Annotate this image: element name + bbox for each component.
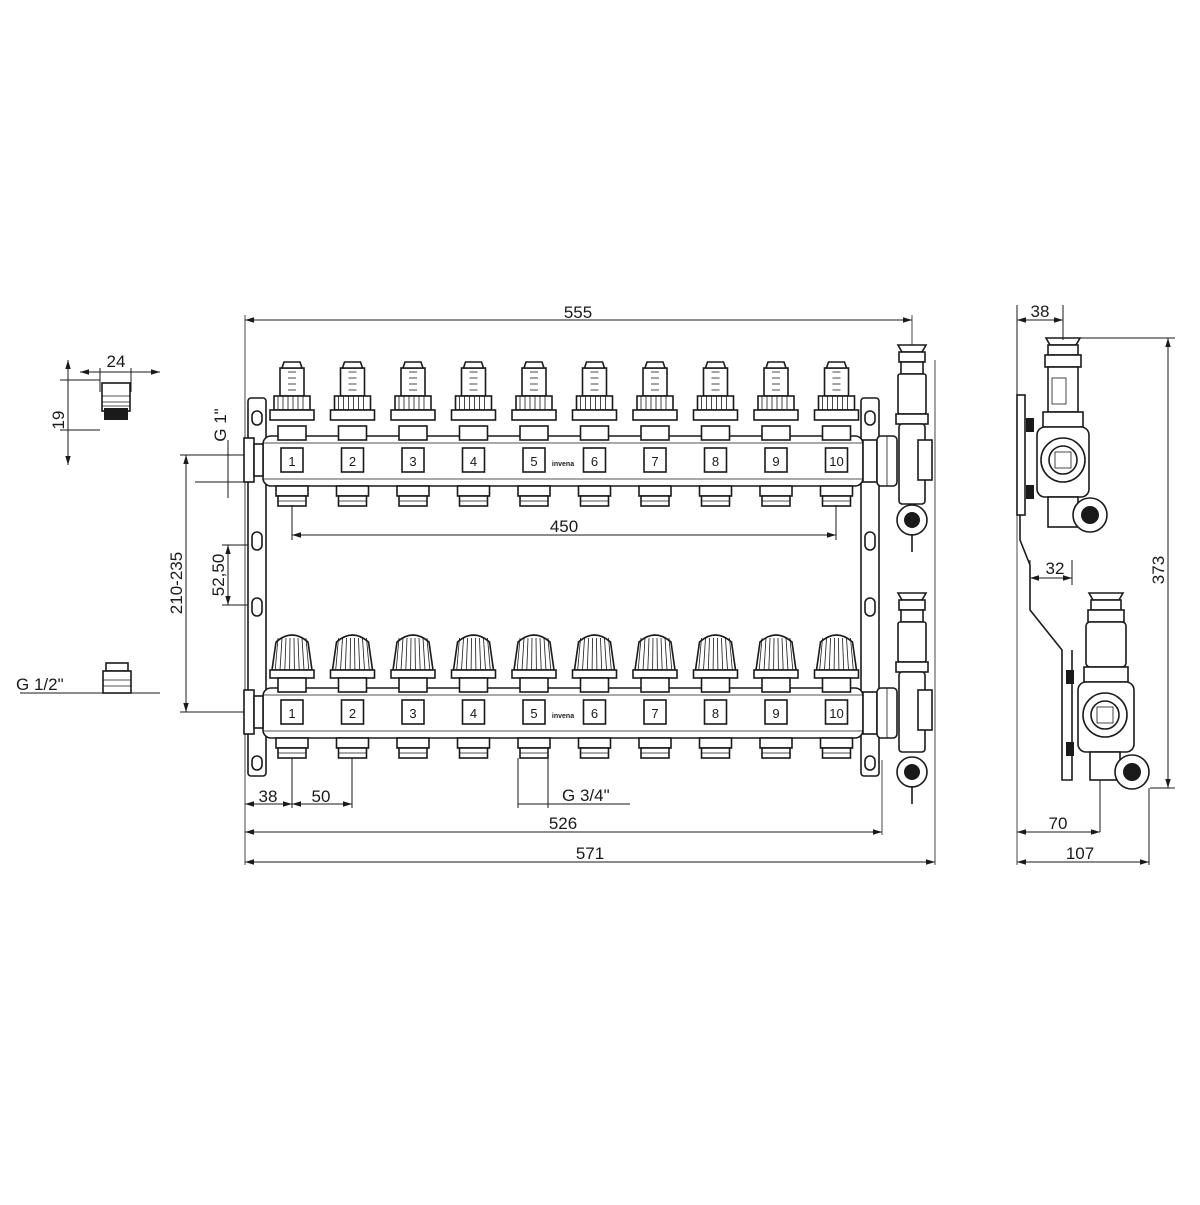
svg-text:38: 38 (259, 787, 278, 806)
dim-bar-spacing: 210-235 (167, 455, 245, 712)
port-number: 5 (530, 706, 537, 721)
svg-text:G 1": G 1" (211, 408, 230, 441)
svg-text:38: 38 (1031, 302, 1050, 321)
port-number: 9 (772, 454, 779, 469)
port-number: 10 (829, 706, 843, 721)
svg-text:450: 450 (550, 517, 578, 536)
svg-text:G 3/4": G 3/4" (562, 786, 610, 805)
dim-main-connection: G 1" (195, 408, 245, 498)
dim-adapter-width: 24 (107, 352, 126, 371)
svg-text:555: 555 (564, 303, 592, 322)
dim-555: 555 (245, 303, 912, 322)
port-number: 1 (288, 454, 295, 469)
port-number: 5 (530, 454, 537, 469)
dim-thread-half-inch: G 1/2" (16, 675, 64, 694)
side-view (1017, 338, 1149, 832)
brand-logo-upper: invena (552, 461, 574, 468)
port-number: 4 (470, 706, 477, 721)
port-number: 2 (349, 454, 356, 469)
upper-vent-assembly (896, 345, 932, 552)
svg-text:210-235: 210-235 (167, 552, 186, 614)
port-number: 7 (651, 706, 658, 721)
brand-logo-lower: invena (552, 713, 574, 720)
port-number: 1 (288, 706, 295, 721)
dim-side-32: 32 (1030, 559, 1072, 585)
port-number: 3 (409, 706, 416, 721)
port-number: 6 (591, 706, 598, 721)
port-number: 4 (470, 454, 477, 469)
port-number: 9 (772, 706, 779, 721)
svg-text:526: 526 (549, 814, 577, 833)
adapter-detail: 24 19 (49, 352, 160, 465)
svg-text:571: 571 (576, 844, 604, 863)
svg-text:52,50: 52,50 (209, 554, 228, 597)
dim-571: 571 (245, 844, 935, 863)
lower-vent-assembly (896, 593, 932, 804)
port-number: 8 (712, 706, 719, 721)
dim-outlet-thread: G 3/4" (518, 758, 630, 808)
g-half-fitting: G 1/2" (16, 663, 160, 694)
dim-526: 526 (245, 814, 882, 833)
port-number: 2 (349, 706, 356, 721)
svg-text:50: 50 (312, 787, 331, 806)
port-number: 10 (829, 454, 843, 469)
svg-text:107: 107 (1066, 844, 1094, 863)
svg-text:373: 373 (1149, 556, 1168, 584)
dim-adapter-height: 19 (49, 411, 68, 430)
svg-text:70: 70 (1049, 814, 1068, 833)
port-number: 3 (409, 454, 416, 469)
port-number: 6 (591, 454, 598, 469)
dim-bracket-spacing: 52,50 (209, 545, 252, 605)
dim-side-107: 107 (1017, 788, 1149, 865)
dim-450: 450 (292, 505, 836, 540)
svg-text:32: 32 (1046, 559, 1065, 578)
port-number: 7 (651, 454, 658, 469)
port-number: 8 (712, 454, 719, 469)
